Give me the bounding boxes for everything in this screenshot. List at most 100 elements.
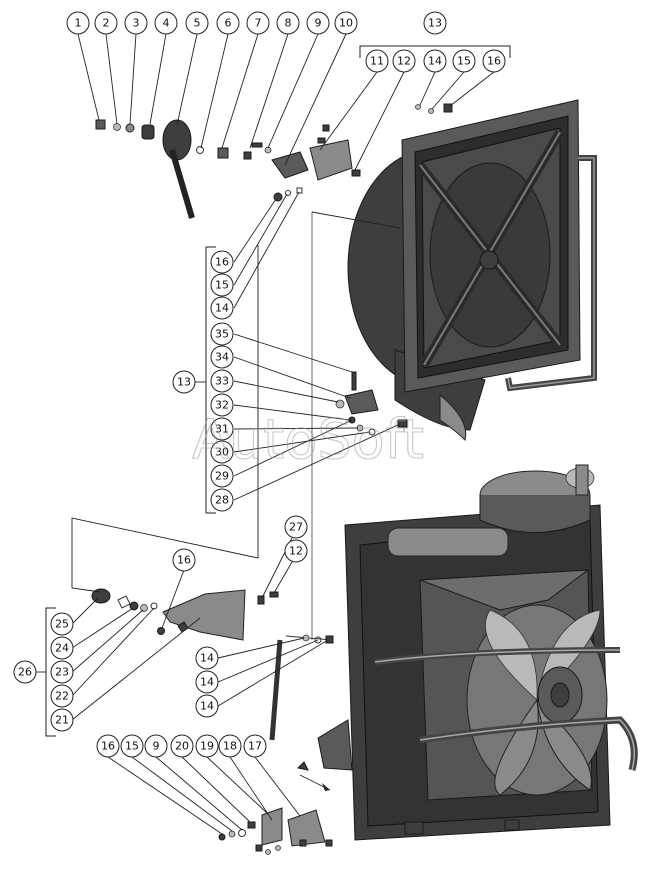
callout-15-top: 15 — [452, 49, 476, 73]
top-hardware — [95, 103, 453, 219]
callout-23: 23 — [50, 660, 74, 684]
callout-12-top: 12 — [392, 49, 416, 73]
callout-2: 2 — [94, 11, 118, 35]
callout-14-top-label: 14 — [428, 55, 442, 68]
callout-13-top: 13 — [423, 11, 447, 35]
callout-22-label: 22 — [55, 690, 69, 703]
callout-1: 1 — [66, 11, 90, 35]
callout-21: 21 — [50, 708, 74, 732]
fan-shroud — [347, 99, 597, 441]
callout-35: 35 — [210, 322, 234, 346]
callout-12-top-label: 12 — [397, 55, 411, 68]
callout-14-strut-c: 14 — [195, 694, 219, 718]
callout-31-label: 31 — [215, 423, 229, 436]
callout-6-label: 6 — [225, 17, 232, 30]
callout-23-label: 23 — [55, 666, 69, 679]
callout-14-left: 14 — [210, 296, 234, 320]
callout-14-strut-a-label: 14 — [200, 652, 214, 665]
callout-27: 27 — [284, 515, 308, 539]
callout-10-label: 10 — [339, 17, 353, 30]
callout-13-left: 13 — [172, 370, 196, 394]
mount-bracket-group — [218, 807, 333, 855]
callout-28: 28 — [210, 488, 234, 512]
callout-35-label: 35 — [215, 328, 229, 341]
callout-15-bottom-label: 15 — [125, 740, 139, 753]
callout-7-label: 7 — [255, 17, 262, 30]
callout-13-top-label: 13 — [428, 17, 442, 30]
callout-14-left-label: 14 — [215, 302, 229, 315]
callout-17-label: 17 — [248, 740, 262, 753]
callout-15-left-label: 15 — [215, 279, 229, 292]
callout-33: 33 — [210, 369, 234, 393]
callout-22: 22 — [50, 684, 74, 708]
callout-16-mid: 16 — [172, 548, 196, 572]
callout-4-label: 4 — [163, 17, 170, 30]
callout-14-top: 14 — [423, 49, 447, 73]
callout-5-label: 5 — [194, 17, 201, 30]
callout-24-label: 24 — [55, 642, 69, 655]
callout-15-bottom: 15 — [120, 734, 144, 758]
callout-11-label: 11 — [370, 55, 384, 68]
callout-2-label: 2 — [103, 17, 110, 30]
callout-15-top-label: 15 — [457, 55, 471, 68]
callout-16-bottom: 16 — [96, 734, 120, 758]
callout-14-strut-b-label: 14 — [200, 676, 214, 689]
callout-7: 7 — [246, 11, 270, 35]
callout-32: 32 — [210, 393, 234, 417]
callout-12-mid: 12 — [284, 539, 308, 563]
callout-8: 8 — [276, 11, 300, 35]
callout-19-label: 19 — [200, 740, 214, 753]
callout-16-bottom-label: 16 — [101, 740, 115, 753]
callout-27-label: 27 — [289, 521, 303, 534]
callout-4: 4 — [154, 11, 178, 35]
callout-9: 9 — [306, 11, 330, 35]
callout-6: 6 — [216, 11, 240, 35]
leader-lines — [36, 33, 511, 835]
callout-26-label: 26 — [18, 666, 32, 679]
callout-11: 11 — [365, 49, 389, 73]
callout-20: 20 — [170, 734, 194, 758]
callout-9-bottom-label: 9 — [153, 740, 160, 753]
callout-15-left: 15 — [210, 273, 234, 297]
callout-3: 3 — [124, 11, 148, 35]
bracket-group — [91, 588, 246, 641]
callout-18-label: 18 — [223, 740, 237, 753]
callout-21-label: 21 — [55, 714, 69, 727]
callout-29-label: 29 — [215, 470, 229, 483]
callout-16-top: 16 — [482, 49, 506, 73]
callout-16-top-label: 16 — [487, 55, 501, 68]
callout-18: 18 — [218, 734, 242, 758]
callout-14-strut-b: 14 — [195, 670, 219, 694]
callout-3-label: 3 — [133, 17, 140, 30]
callout-8-label: 8 — [285, 17, 292, 30]
callout-26: 26 — [13, 660, 37, 684]
callout-29: 29 — [210, 464, 234, 488]
radiator-assembly — [299, 464, 638, 841]
callout-9-bottom: 9 — [144, 734, 168, 758]
callout-10: 10 — [334, 11, 358, 35]
callout-20-label: 20 — [175, 740, 189, 753]
callouts: 1 2 3 4 5 6 7 8 9 10 13 11 12 14 15 16 1… — [13, 11, 506, 758]
callout-25: 25 — [50, 612, 74, 636]
callout-32-label: 32 — [215, 399, 229, 412]
callout-9-label: 9 — [315, 17, 322, 30]
callout-28-label: 28 — [215, 494, 229, 507]
callout-13-left-label: 13 — [177, 376, 191, 389]
callout-31: 31 — [210, 417, 234, 441]
callout-5: 5 — [185, 11, 209, 35]
callout-34-label: 34 — [215, 351, 229, 364]
callout-1-label: 1 — [75, 17, 82, 30]
watermark-text: AutoSoft — [192, 408, 424, 471]
callout-19: 19 — [195, 734, 219, 758]
callout-30: 30 — [210, 440, 234, 464]
callout-12-mid-label: 12 — [289, 545, 303, 558]
callout-16-left: 16 — [210, 250, 234, 274]
callout-16-left-label: 16 — [215, 256, 229, 269]
callout-16-mid-label: 16 — [177, 554, 191, 567]
callout-33-label: 33 — [215, 375, 229, 388]
callout-34: 34 — [210, 345, 234, 369]
callout-24: 24 — [50, 636, 74, 660]
callout-14-strut-a: 14 — [195, 646, 219, 670]
callout-17: 17 — [243, 734, 267, 758]
